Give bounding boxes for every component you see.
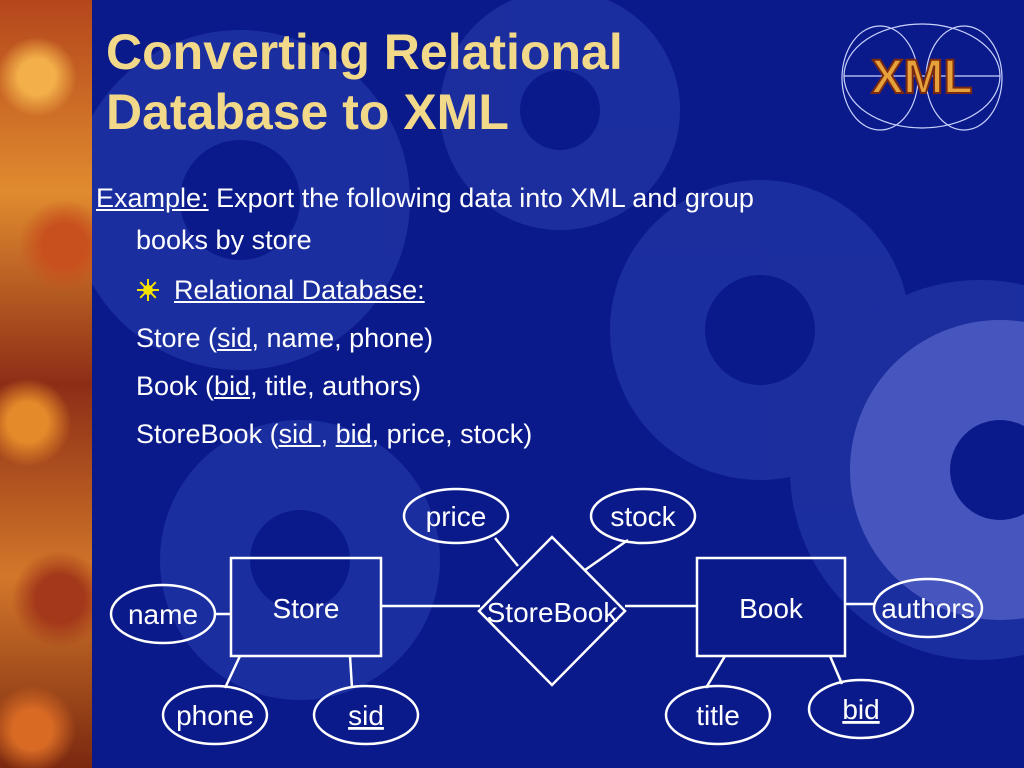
- storebook-schema-key-sid: sid: [278, 419, 321, 449]
- store-schema: Store (sid, name, phone): [136, 318, 433, 358]
- store-schema-rest: , name, phone): [251, 323, 434, 353]
- attribute-phone-label: phone: [176, 700, 254, 731]
- connector-bid: [828, 655, 844, 685]
- relational-database-label: Relational Database:: [174, 275, 425, 305]
- store-schema-key: sid: [217, 323, 252, 353]
- attribute-authors: [872, 577, 984, 639]
- attribute-price: [402, 487, 510, 545]
- attribute-name: [109, 583, 217, 645]
- entity-store-label: Store: [273, 593, 340, 624]
- attribute-name-label: name: [128, 599, 198, 630]
- storebook-schema-key-bid: bid: [335, 419, 372, 449]
- storebook-schema-separator: ,: [320, 419, 336, 449]
- relationship-storebook-label: StoreBook: [487, 597, 619, 628]
- store-schema-prefix: Store (: [136, 323, 218, 353]
- attribute-phone: [161, 684, 269, 746]
- attribute-sid: [312, 684, 420, 746]
- title-line-2: Database to XML: [106, 84, 509, 140]
- attribute-stock-label: stock: [610, 501, 676, 532]
- example-label: Example:: [96, 183, 209, 213]
- decorative-side-strip: [0, 0, 92, 768]
- entity-book-label: Book: [739, 593, 804, 624]
- connector-price: [494, 537, 519, 567]
- connector-sid: [348, 655, 354, 689]
- connector-title: [704, 655, 727, 689]
- slide-title: Converting Relational Database to XML: [106, 22, 826, 142]
- attribute-title-label: title: [696, 700, 740, 731]
- connector-phone: [223, 655, 242, 689]
- attribute-sid-label: sid: [348, 700, 384, 731]
- relationship-storebook: [477, 535, 627, 687]
- attribute-price-label: price: [426, 501, 487, 532]
- book-schema-prefix: Book (: [136, 371, 215, 401]
- connector-stock: [584, 538, 629, 572]
- storebook-schema-prefix: StoreBook (: [136, 419, 279, 449]
- attribute-bid-label: bid: [842, 694, 879, 725]
- example-line: Example: Export the following data into …: [96, 178, 754, 218]
- attribute-authors-label: authors: [881, 593, 974, 624]
- attribute-bid: [807, 678, 915, 740]
- xml-logo-text: XML: [871, 51, 972, 104]
- sun-bullet-icon: [137, 279, 159, 301]
- entity-store: [229, 556, 383, 658]
- attribute-stock: [589, 487, 697, 545]
- book-schema: Book (bid, title, authors): [136, 366, 421, 406]
- example-line-continued: books by store: [136, 225, 312, 255]
- storebook-schema: StoreBook (sid , bid, price, stock): [136, 414, 532, 454]
- example-text: Export the following data into XML and g…: [208, 183, 754, 213]
- attribute-title: [664, 684, 772, 746]
- xml-logo: XML: [841, 23, 1003, 131]
- entity-book: [695, 556, 847, 658]
- book-schema-rest: , title, authors): [250, 371, 422, 401]
- storebook-schema-rest: , price, stock): [371, 419, 533, 449]
- book-schema-key: bid: [214, 371, 251, 401]
- title-line-1: Converting Relational: [106, 24, 623, 80]
